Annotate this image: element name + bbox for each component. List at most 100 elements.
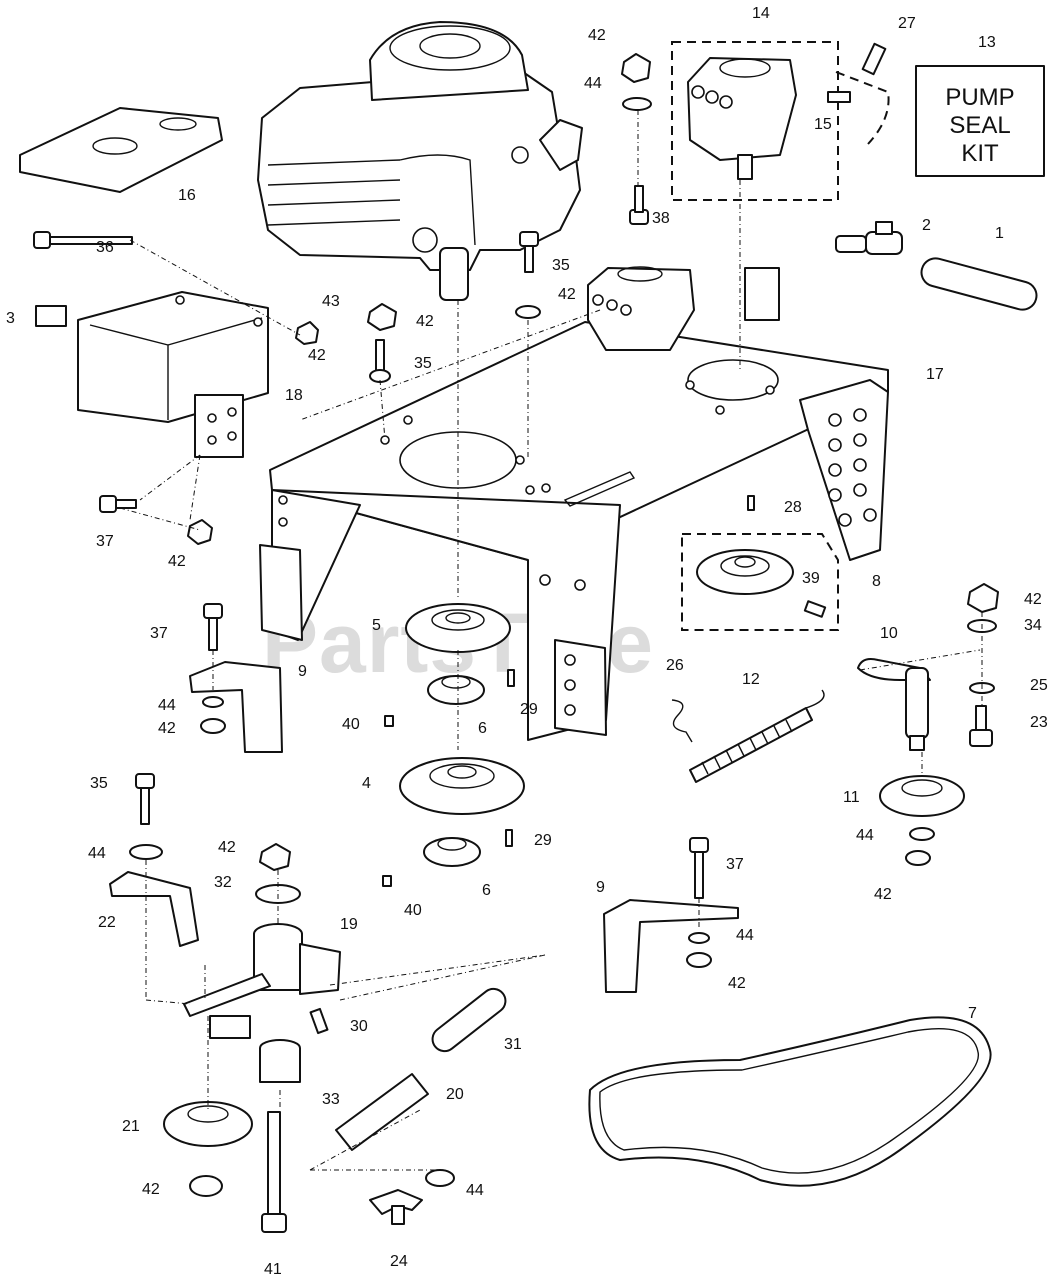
part-42-nut-lower [189,1175,223,1197]
part-33-bushing [259,1039,301,1083]
part-40-setscrew-lower [382,875,392,887]
callout-3: 3 [6,310,15,327]
part-42-nut-mid [367,303,397,331]
part-29-key-lower [505,829,513,847]
callout-36: 36 [96,239,114,256]
callout-40-lower: 40 [404,902,422,919]
callout-21: 21 [122,1118,140,1135]
callout-2: 2 [922,217,931,234]
kit-line-1: PUMP [945,84,1014,111]
part-42-nut-lower-right [686,952,712,968]
callout-44-bottom: 44 [466,1182,484,1199]
callout-44-right: 44 [856,827,874,844]
callout-35-upper: 35 [552,257,570,274]
part-15-fitting [827,91,851,103]
callout-34: 34 [1024,617,1042,634]
kit-line-3: KIT [961,140,999,167]
part-5-pulley [405,603,511,653]
callout-5: 5 [372,617,381,634]
callout-17: 17 [926,366,944,383]
part-27-pin [861,42,887,76]
part-4-pulley [399,757,525,815]
part-38-bolt [629,185,649,225]
part-44-washer-upper-left [202,696,224,708]
callout-42-upper: 42 [558,286,576,303]
callout-44-upper-left: 44 [158,697,176,714]
part-27-outline [835,71,890,145]
callout-6-lower: 6 [482,882,491,899]
part-19-arm [183,923,341,1039]
callout-13: 13 [978,34,996,51]
callout-20: 20 [446,1086,464,1103]
part-9-bracket-upper [189,661,283,753]
part-44-washer-bottom [425,1169,455,1187]
part-3-tag [35,305,67,327]
part-9-bracket-lower [603,899,739,993]
callout-11: 11 [843,789,860,806]
callout-42-lower: 42 [142,1181,160,1198]
kit-line-2: SEAL [949,112,1010,139]
part-16-pad [19,107,223,193]
callout-42-upper-left: 42 [158,720,176,737]
callout-25: 25 [1030,677,1048,694]
callout-16: 16 [178,187,196,204]
callout-28: 28 [784,499,802,516]
callout-27: 27 [898,15,916,32]
part-17-frame [259,267,889,741]
part-42-nut-right-lower [905,850,931,866]
part-42-nut-upper [515,305,541,319]
part-7-belt [588,1016,992,1187]
callout-labels: 1 2 3 4 5 6 6 7 8 9 9 10 11 12 13 14 15 … [6,5,1048,1278]
part-42-nut-upper-left [200,718,226,734]
callout-23: 23 [1030,714,1048,731]
callout-38: 38 [652,210,670,227]
callout-6-upper: 6 [478,720,487,737]
leader-lines [119,110,983,1171]
callout-44-lower-right: 44 [736,927,754,944]
callout-42-left: 42 [168,553,186,570]
callout-42-frame: 42 [308,347,326,364]
part-8-pulley [696,549,794,595]
part-18-bracket [77,291,269,458]
callout-4: 4 [362,775,371,792]
part-42-nut-pump [621,53,651,83]
part-42-nut-left [187,519,213,545]
callout-10: 10 [880,625,898,642]
callout-37-upper: 37 [150,625,168,642]
part-21-pulley [163,1101,253,1147]
part-1-hose [920,257,1038,311]
part-37-bolt-lower-right [689,837,709,899]
callout-37-left: 37 [96,533,114,550]
part-35-bolt-lower [135,773,155,825]
callout-41: 41 [264,1261,282,1278]
engine-assembly [257,21,583,301]
part-2-tee-fitting [835,221,903,255]
callout-39: 39 [802,570,820,587]
callout-44-lower-left: 44 [88,845,106,862]
part-43-nut [295,321,319,345]
part-20-spring [335,1073,429,1151]
callout-15: 15 [814,116,832,133]
part-10-idler-arm [857,658,931,751]
callout-7: 7 [968,1005,977,1022]
part-37-bolt-upper-left [203,603,223,651]
callout-29-lower: 29 [534,832,552,849]
callout-32: 32 [214,874,232,891]
callout-18: 18 [285,387,303,404]
callout-26: 26 [666,657,684,674]
callout-24: 24 [390,1253,408,1270]
part-24-wing-nut [369,1189,423,1225]
callout-22: 22 [98,914,116,931]
callout-9-lower: 9 [596,879,605,896]
part-36-bolt [33,231,133,249]
callout-42-mid: 42 [416,313,434,330]
callout-14: 14 [752,5,770,22]
part-37-bolt-left [99,495,137,513]
part-26-hook [671,699,693,743]
part-13-kit-box [915,65,1045,177]
part-40-setscrew-upper [384,715,394,727]
callout-43: 43 [322,293,340,310]
part-44-washer-pump [622,97,652,111]
callout-42-lower-right: 42 [728,975,746,992]
